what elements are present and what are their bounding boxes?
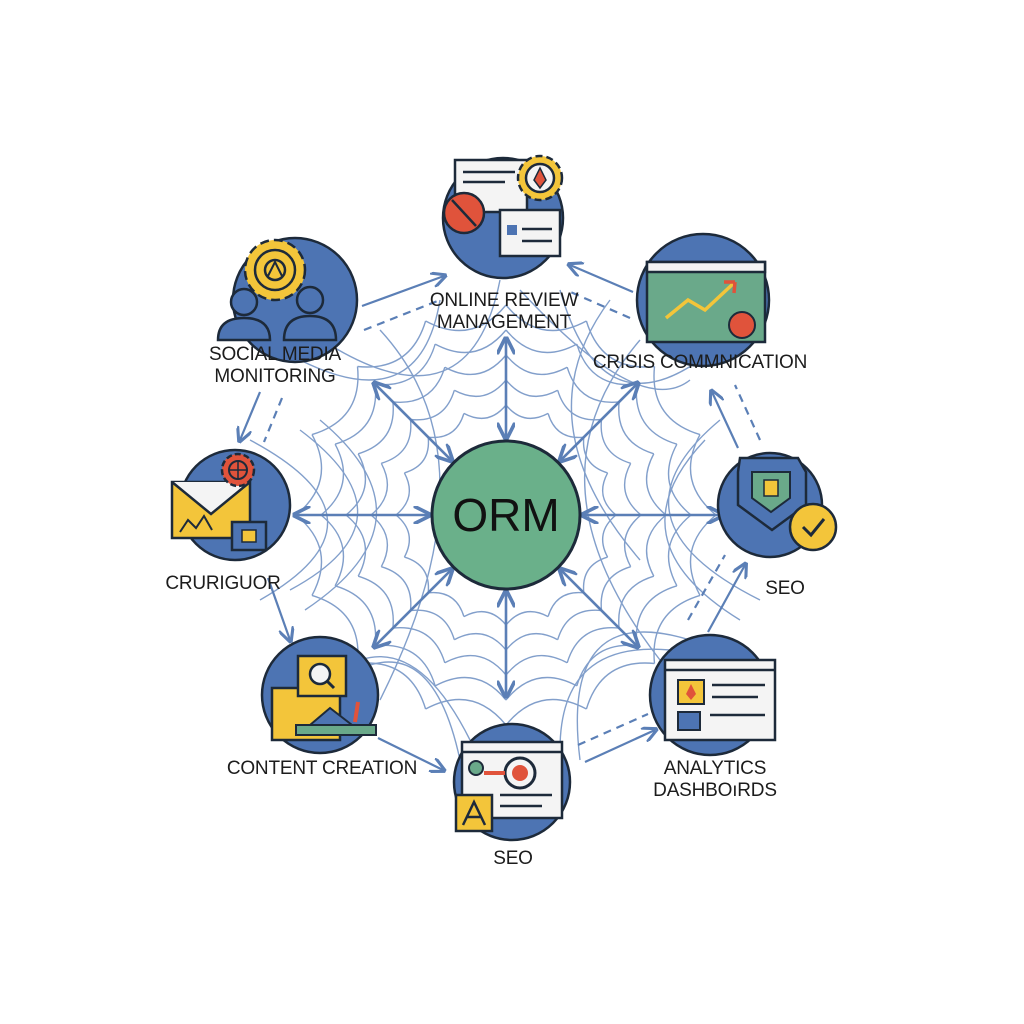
- web-curve: [653, 366, 701, 436]
- web-curve: [557, 609, 602, 640]
- node-online-review[interactable]: [441, 154, 565, 280]
- web-curve: [370, 514, 389, 568]
- web-curve: [601, 472, 617, 516]
- web-curve: [505, 379, 559, 398]
- web-curve: [600, 566, 631, 611]
- web-curve: [505, 632, 559, 651]
- web-curve: [600, 419, 631, 464]
- dashboard-window-icon: [663, 658, 777, 742]
- label-online-review: ONLINE REVIEW MANAGEMENT: [429, 290, 579, 333]
- web-curve: [295, 514, 323, 596]
- node-social[interactable]: [216, 236, 359, 364]
- web-curve: [505, 698, 587, 726]
- spoke-arrow: [375, 570, 451, 646]
- web-curve: [381, 566, 412, 611]
- web-curve: [689, 434, 717, 516]
- web-curve: [311, 366, 359, 436]
- web-curve: [645, 453, 667, 516]
- web-curve: [410, 390, 455, 421]
- web-sweep: [559, 648, 671, 751]
- center-node: [430, 439, 582, 591]
- people-icon: [216, 285, 338, 342]
- web-curve: [295, 434, 323, 516]
- label-social: SOCIAL MEDIA MONITORING: [208, 344, 342, 387]
- web-curve: [395, 472, 411, 516]
- web-sweep: [359, 655, 471, 741]
- web-sweep: [519, 289, 691, 390]
- web-curve: [434, 676, 507, 701]
- spoke-arrow: [561, 384, 637, 460]
- web-sweep: [329, 279, 501, 377]
- web-curve: [463, 610, 507, 626]
- label-cruriguor: CRURIGUOR: [165, 573, 281, 594]
- spoke-arrows: [296, 340, 721, 695]
- node-content[interactable]: [260, 635, 380, 755]
- node-seo-bottom[interactable]: [452, 722, 572, 842]
- spoke-arrow: [561, 570, 637, 646]
- web-curve: [505, 304, 587, 332]
- web-curve: [667, 443, 692, 516]
- label-crisis: CRISIS COMMNICATION: [592, 352, 808, 373]
- web-curve: [357, 320, 427, 368]
- web-curve: [653, 594, 701, 664]
- web-curve: [505, 404, 549, 420]
- node-crisis[interactable]: [635, 232, 771, 368]
- web-curve: [444, 654, 507, 676]
- label-seo-right: SEO: [765, 578, 805, 599]
- web-curve: [585, 320, 655, 368]
- envelope-globe-icon: [170, 452, 268, 552]
- label-content: CONTENT CREATION: [226, 758, 418, 779]
- web-curve: [345, 453, 367, 516]
- web-curve: [453, 632, 507, 651]
- node-cruriguor[interactable]: [170, 448, 292, 562]
- center-label: ORM: [452, 489, 560, 541]
- gear-icon: [516, 154, 564, 202]
- web-curve: [585, 662, 655, 710]
- web-sweep: [559, 289, 701, 384]
- web-curve: [463, 404, 507, 420]
- gear-icon: [243, 238, 307, 302]
- web-curve: [453, 379, 507, 398]
- trend-chart-icon: [645, 260, 767, 344]
- web-curve: [505, 610, 549, 626]
- web-curve: [425, 698, 507, 726]
- web-curve: [505, 676, 578, 701]
- web-sweep: [299, 299, 441, 381]
- web-curve: [505, 354, 568, 376]
- label-analytics: ANALYTICS DASHBOıRDS: [653, 758, 777, 801]
- web-curve: [381, 419, 412, 464]
- web-curve: [320, 514, 345, 587]
- web-curve: [601, 514, 617, 558]
- search-window-icon: [454, 740, 564, 833]
- web-curve: [425, 304, 507, 332]
- web-curve: [410, 609, 455, 640]
- label-seo-bottom: SEO: [493, 848, 533, 869]
- web-sweep: [664, 439, 741, 621]
- shield-check-icon: [736, 456, 838, 552]
- web-curve: [505, 654, 568, 676]
- web-curve: [645, 514, 667, 577]
- node-seo-right[interactable]: [716, 451, 838, 559]
- web-sweep: [570, 299, 641, 561]
- folder-search-icon: [270, 654, 377, 742]
- node-analytics[interactable]: [648, 633, 777, 757]
- web-sweep: [289, 429, 359, 591]
- web-curve: [623, 462, 642, 516]
- spoke-arrow: [375, 384, 451, 460]
- web-curve: [667, 514, 692, 587]
- cycle-arrows: [240, 265, 762, 770]
- web-curve: [395, 514, 411, 558]
